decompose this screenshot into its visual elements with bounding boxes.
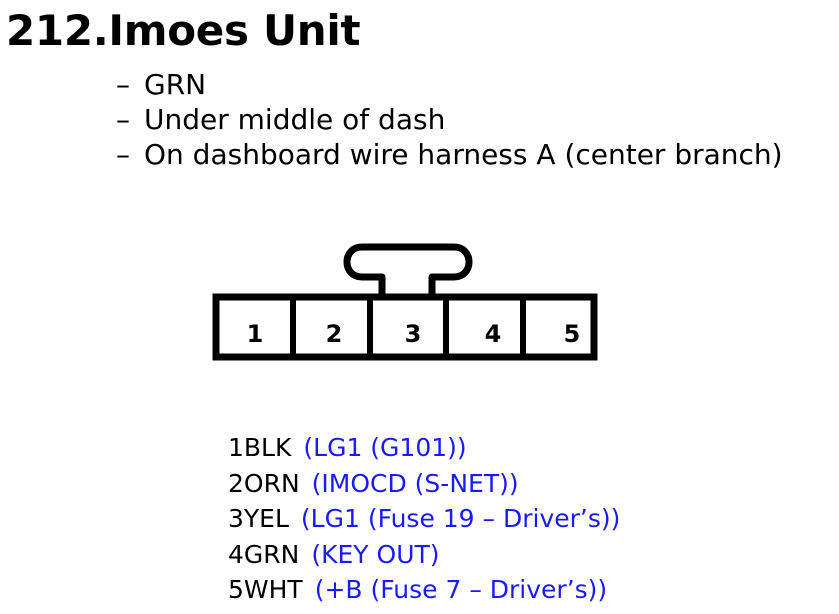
connector-face-diagram: 1 2 3 4 5 [212, 243, 598, 361]
note-item: –On dashboard wire harness A (center bra… [116, 137, 783, 172]
pin-circuit-desc: (LG1 (Fuse 19 – Driver’s)) [300, 504, 621, 533]
dash-marker: – [116, 103, 130, 136]
note-color: GRN [144, 68, 207, 101]
note-item: –GRN [116, 67, 783, 102]
pin-row: 3YEL (LG1 (Fuse 19 – Driver’s)) [228, 501, 620, 537]
pin-circuit-desc: (+B (Fuse 7 – Driver’s)) [314, 575, 608, 604]
pin-circuit-desc: (KEY OUT) [311, 539, 440, 569]
pin-wire-code: 1BLK [228, 433, 292, 462]
pin-row: 1BLK (LG1 (G101)) [228, 430, 620, 466]
note-item: –Under middle of dash [116, 102, 783, 137]
dash-marker: – [116, 138, 130, 171]
pin-number-2: 2 [326, 320, 343, 348]
pin-assignment-list: 1BLK (LG1 (G101)) 2ORN (IMOCD (S-NET)) 3YE… [228, 430, 620, 608]
pin-wire-code: 2ORN [228, 468, 300, 498]
pin-row: 5WHT (+B (Fuse 7 – Driver’s)) [228, 572, 620, 608]
dash-marker: – [116, 68, 130, 101]
pin-number-3: 3 [405, 320, 422, 348]
pin-circuit-desc: (LG1 (G101)) [303, 433, 467, 462]
pin-number-1: 1 [247, 320, 264, 348]
pin-wire-code: 5WHT [228, 575, 303, 604]
page-title: 212.Imoes Unit [6, 6, 361, 55]
pin-wire-code: 4GRN [228, 539, 300, 569]
pin-number-4: 4 [485, 320, 502, 348]
note-location: Under middle of dash [144, 103, 446, 136]
pin-circuit-desc: (IMOCD (S-NET)) [311, 468, 519, 498]
connector-notes: –GRN –Under middle of dash –On dashboard… [116, 67, 783, 172]
pin-number-5: 5 [564, 320, 581, 348]
pin-row: 4GRN (KEY OUT) [228, 537, 620, 573]
pin-wire-code: 3YEL [228, 504, 289, 533]
connector-body [212, 293, 598, 361]
connector-lock-tab [343, 243, 473, 296]
pin-row: 2ORN (IMOCD (S-NET)) [228, 466, 620, 502]
note-harness: On dashboard wire harness A (center bran… [144, 138, 783, 171]
